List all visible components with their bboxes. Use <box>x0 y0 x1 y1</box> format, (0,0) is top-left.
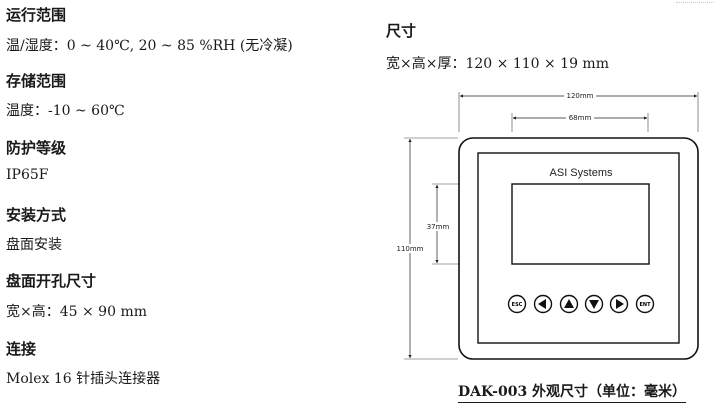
spec-body-connection: Molex 16 针插头连接器 <box>6 371 161 387</box>
corner-dotted-mark <box>676 2 715 9</box>
spec-body-mounting: 盘面安装 <box>6 237 62 253</box>
height-dimension: 110mm <box>395 137 458 360</box>
esc-key-label: ESC <box>512 302 523 308</box>
width-label: 120mm <box>567 92 594 100</box>
enter-key-icon: ENT <box>635 294 655 314</box>
width-dimension: 120mm <box>458 91 699 132</box>
dimensions-title: 尺寸 <box>386 22 417 40</box>
spec-title-protection: 防护等级 <box>6 139 67 157</box>
drawing-caption: DAK-003 外观尺寸（单位：毫米） <box>458 384 687 403</box>
button-row: ESC ENT <box>507 294 655 314</box>
spec-title-mounting: 安装方式 <box>6 206 67 224</box>
screen-height-label: 37mm <box>427 223 450 231</box>
esc-key-icon: ESC <box>507 294 527 314</box>
spec-title-storage: 存储范围 <box>6 72 67 90</box>
spec-body-storage: 温度：-10 ~ 60℃ <box>6 103 125 119</box>
spec-body-cutout: 宽×高：45 × 90 mm <box>6 304 147 320</box>
inner-width-dimension: 68mm <box>511 113 649 132</box>
inner-width-label: 68mm <box>569 114 592 122</box>
arrow-left-icon <box>533 294 553 314</box>
arrow-down-icon <box>584 294 604 314</box>
arrow-right-icon <box>609 294 629 314</box>
enter-key-label: ENT <box>639 302 651 308</box>
spec-title-operating: 运行范围 <box>6 6 67 24</box>
spec-title-connection: 连接 <box>6 340 37 358</box>
brand-label: ASI Systems <box>550 167 613 179</box>
spec-title-cutout: 盘面开孔尺寸 <box>6 272 97 290</box>
dimensions-size: 宽×高×厚：120 × 110 × 19 mm <box>386 56 609 72</box>
height-label: 110mm <box>397 245 424 253</box>
device-screen <box>511 183 650 265</box>
spec-body-protection: IP65F <box>6 167 49 183</box>
dimension-drawing: 120mm 68mm 110mm 37mm ASI Systems ESC <box>395 91 699 360</box>
arrow-up-icon <box>559 294 579 314</box>
spec-body-operating: 温/湿度：0 ~ 40℃, 20 ~ 85 %RH (无冷凝) <box>6 38 293 54</box>
